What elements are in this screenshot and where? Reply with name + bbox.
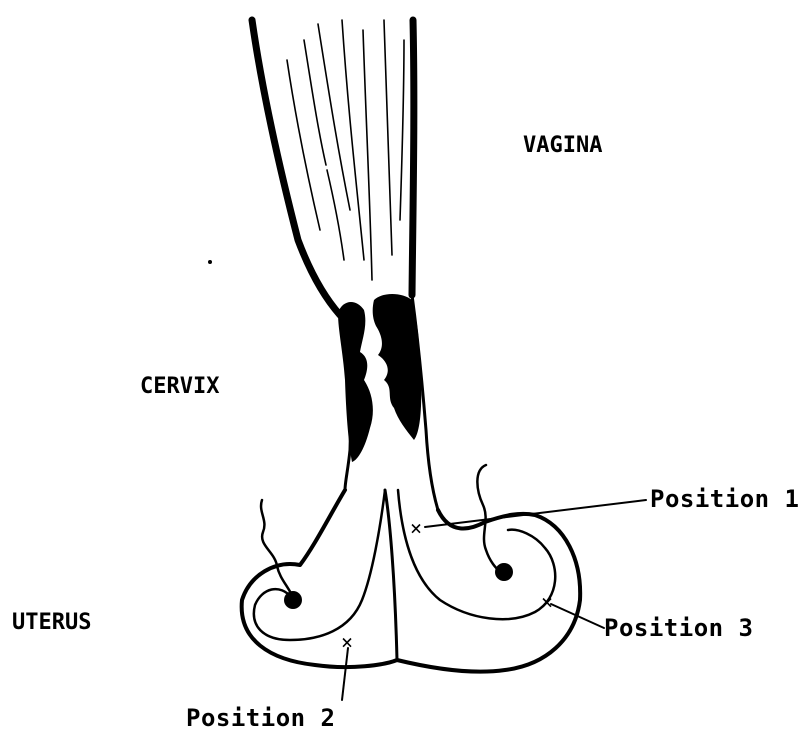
uterus-label: UTERUS: [12, 612, 91, 634]
uterus-left-outer-wall: [242, 490, 397, 667]
stray-mark: [208, 260, 212, 264]
position-3-label: Position 3: [604, 616, 754, 640]
position-1-label: Position 1: [650, 487, 800, 511]
vagina-label: VAGINA: [523, 135, 602, 157]
vagina-left-wall: [252, 20, 340, 315]
uterus-septum: [385, 490, 397, 660]
position-2-label: Position 2: [186, 706, 336, 730]
left-ovary-dot: [284, 591, 302, 609]
vagina-folds: [287, 20, 404, 280]
cervix-label: CERVIX: [140, 376, 219, 398]
cervix-right-mass: [373, 294, 422, 440]
vagina-right-wall: [412, 20, 414, 295]
right-ovary-dot: [495, 563, 513, 581]
position-1-marker: ×: [410, 518, 422, 538]
position-3-marker: ×: [541, 592, 553, 612]
left-oviduct: [261, 500, 294, 600]
uterus-right-inner-wall: [398, 490, 555, 619]
cervix-left-mass: [338, 302, 373, 462]
position-2-marker: ×: [341, 632, 353, 652]
position-2-leader: [342, 648, 348, 700]
position-1-leader: [425, 500, 646, 527]
